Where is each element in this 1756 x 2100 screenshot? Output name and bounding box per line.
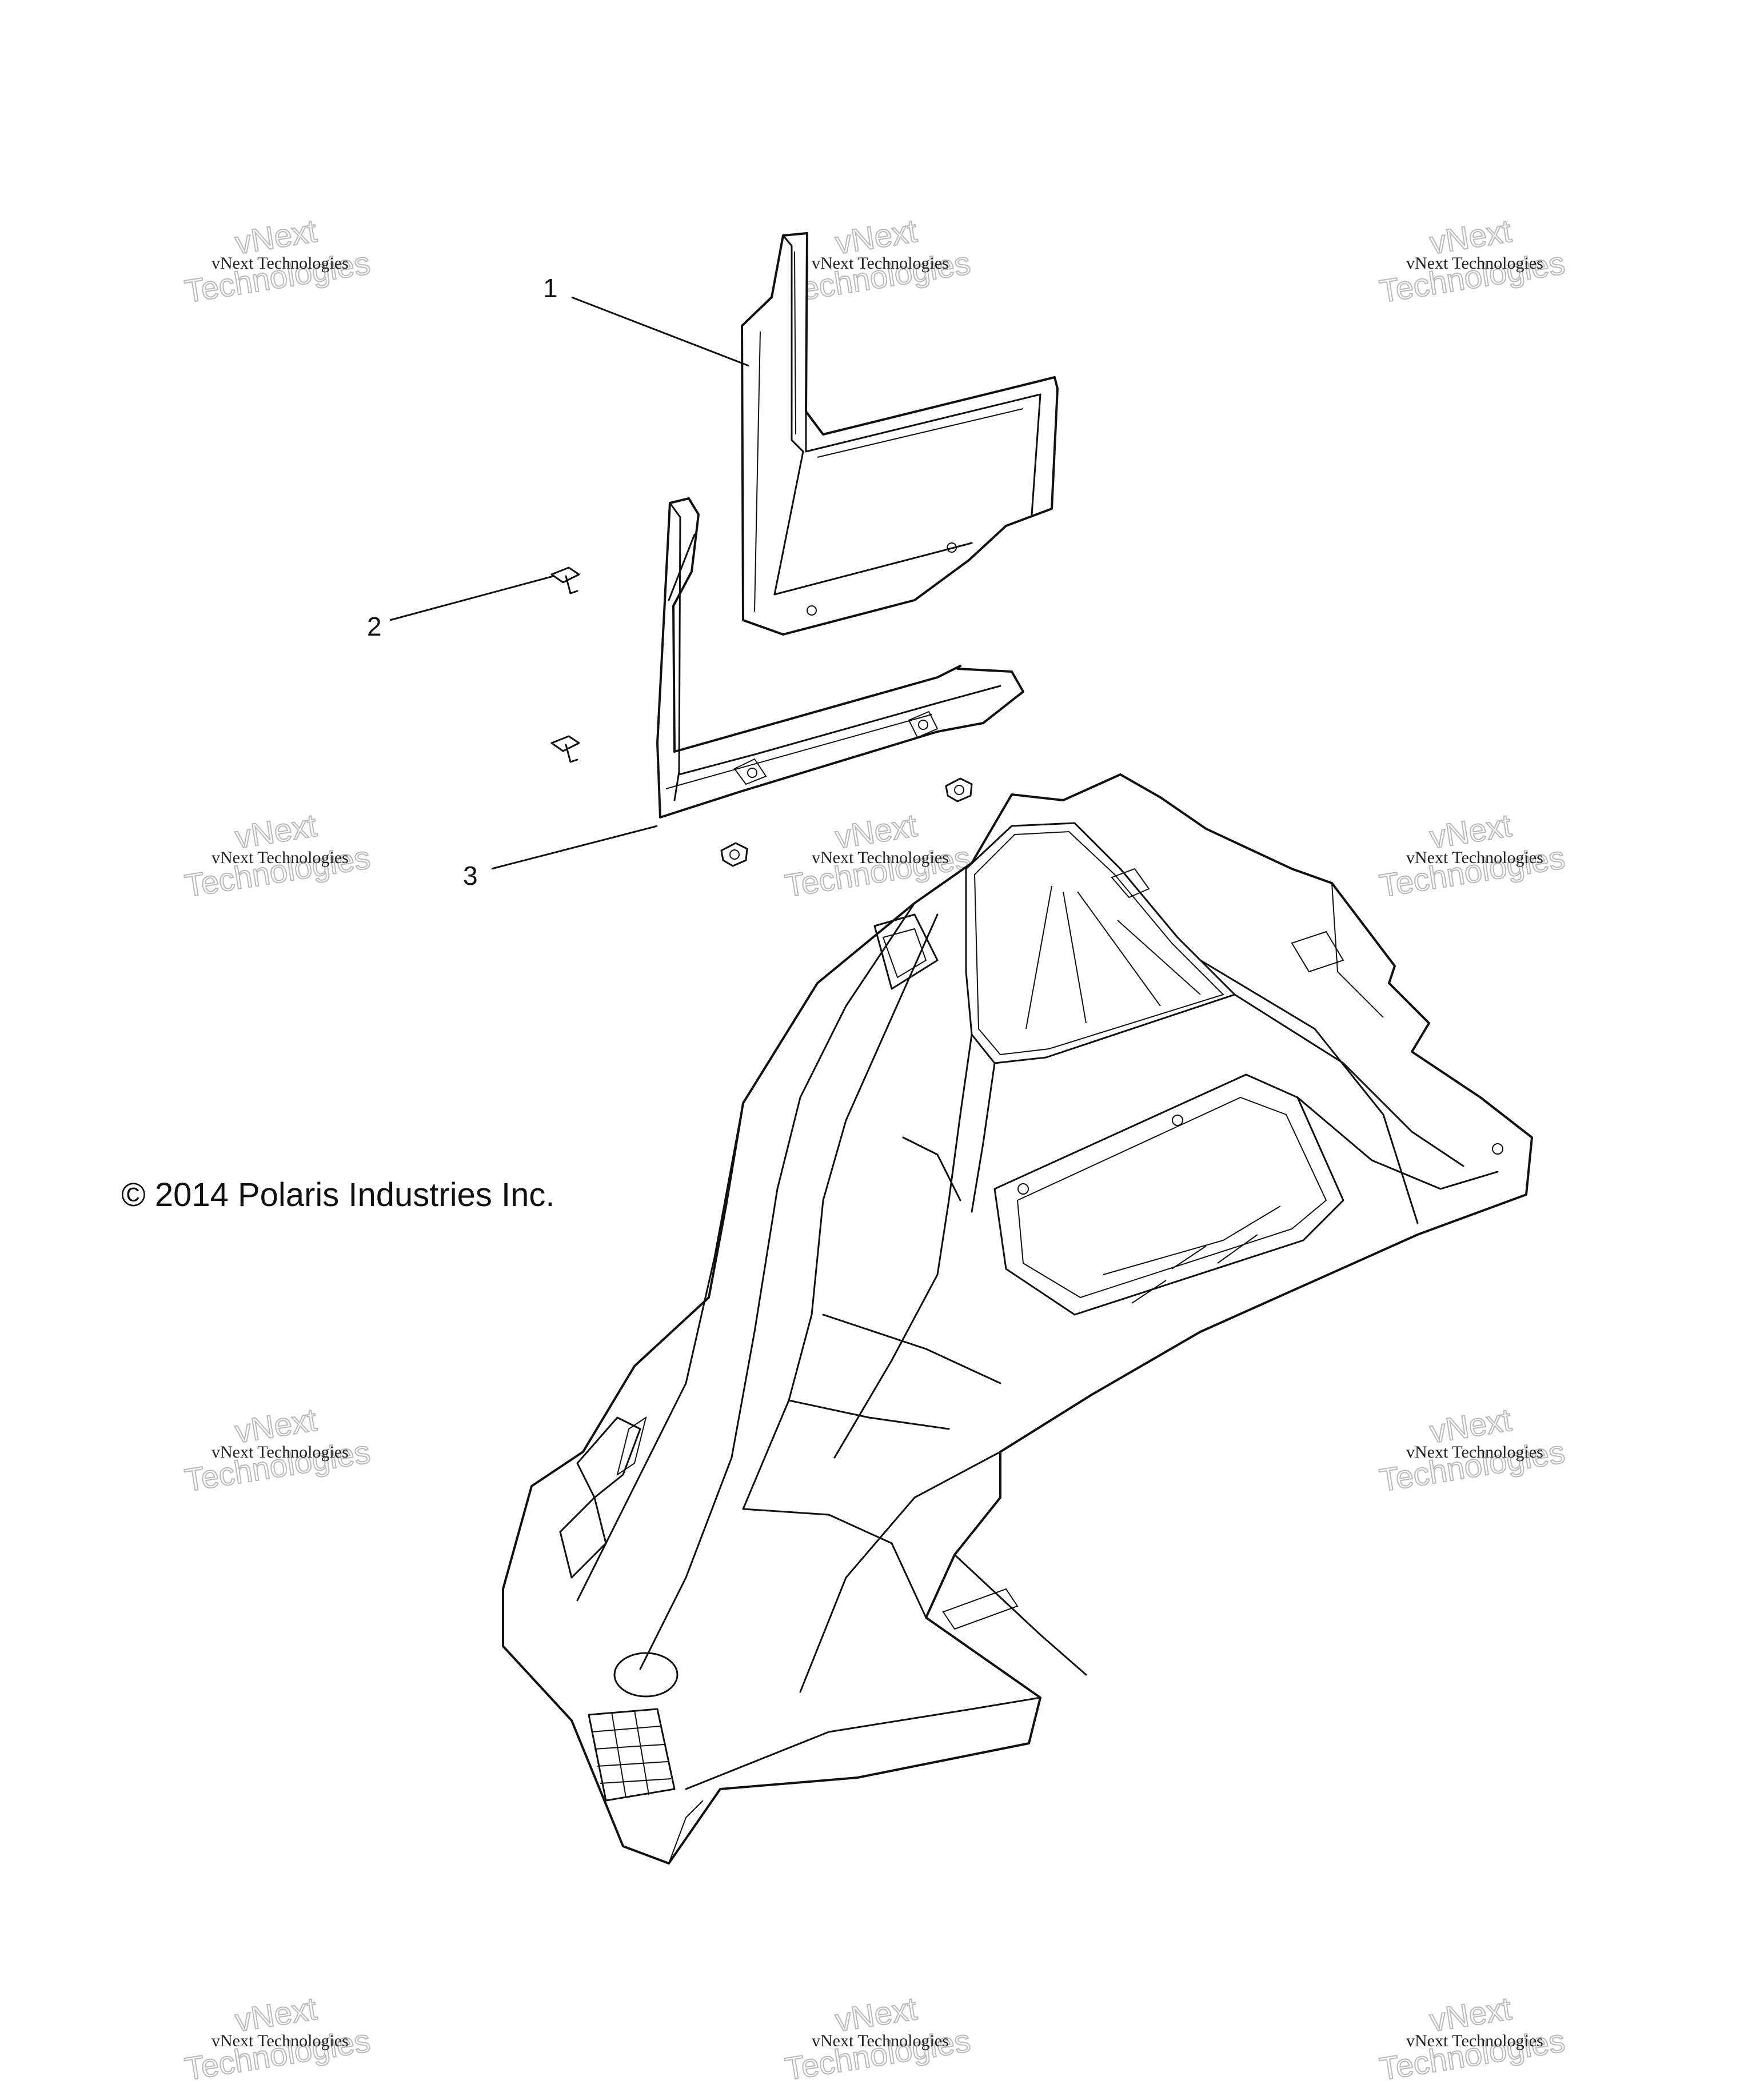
watermark-small: vNext Technologies [211, 2031, 349, 2050]
leader-line-1 [571, 296, 749, 367]
part-2-push-rivet-lower [550, 735, 580, 763]
watermark-small: vNext Technologies [812, 848, 949, 867]
copyright-notice: © 2014 Polaris Industries Inc. [121, 1176, 554, 1213]
part-2-push-rivet-upper [550, 566, 580, 594]
watermark-small: vNext Technologies [211, 1443, 349, 1462]
leader-line-3 [491, 825, 658, 870]
front-hood-body [502, 773, 1533, 1865]
nut-left [720, 842, 748, 867]
watermark-small: vNext Technologies [1406, 2031, 1543, 2050]
part-1-windshield-panel [741, 232, 1059, 636]
watermark-small: vNext Technologies [812, 254, 949, 273]
watermark-small: vNext Technologies [1406, 254, 1543, 273]
watermark-small: vNext Technologies [1406, 848, 1543, 867]
callout-3: 3 [463, 861, 478, 891]
nut-right [945, 777, 973, 803]
callout-2: 2 [367, 612, 382, 641]
watermark-small: vNext Technologies [1406, 1443, 1543, 1462]
callout-1: 1 [543, 273, 558, 303]
watermark-small: vNext Technologies [211, 848, 349, 867]
watermark-small: vNext Technologies [211, 254, 349, 273]
watermark-small: vNext Technologies [812, 2031, 949, 2050]
part-3-bracket [656, 497, 1024, 819]
leader-line-2 [389, 575, 554, 621]
